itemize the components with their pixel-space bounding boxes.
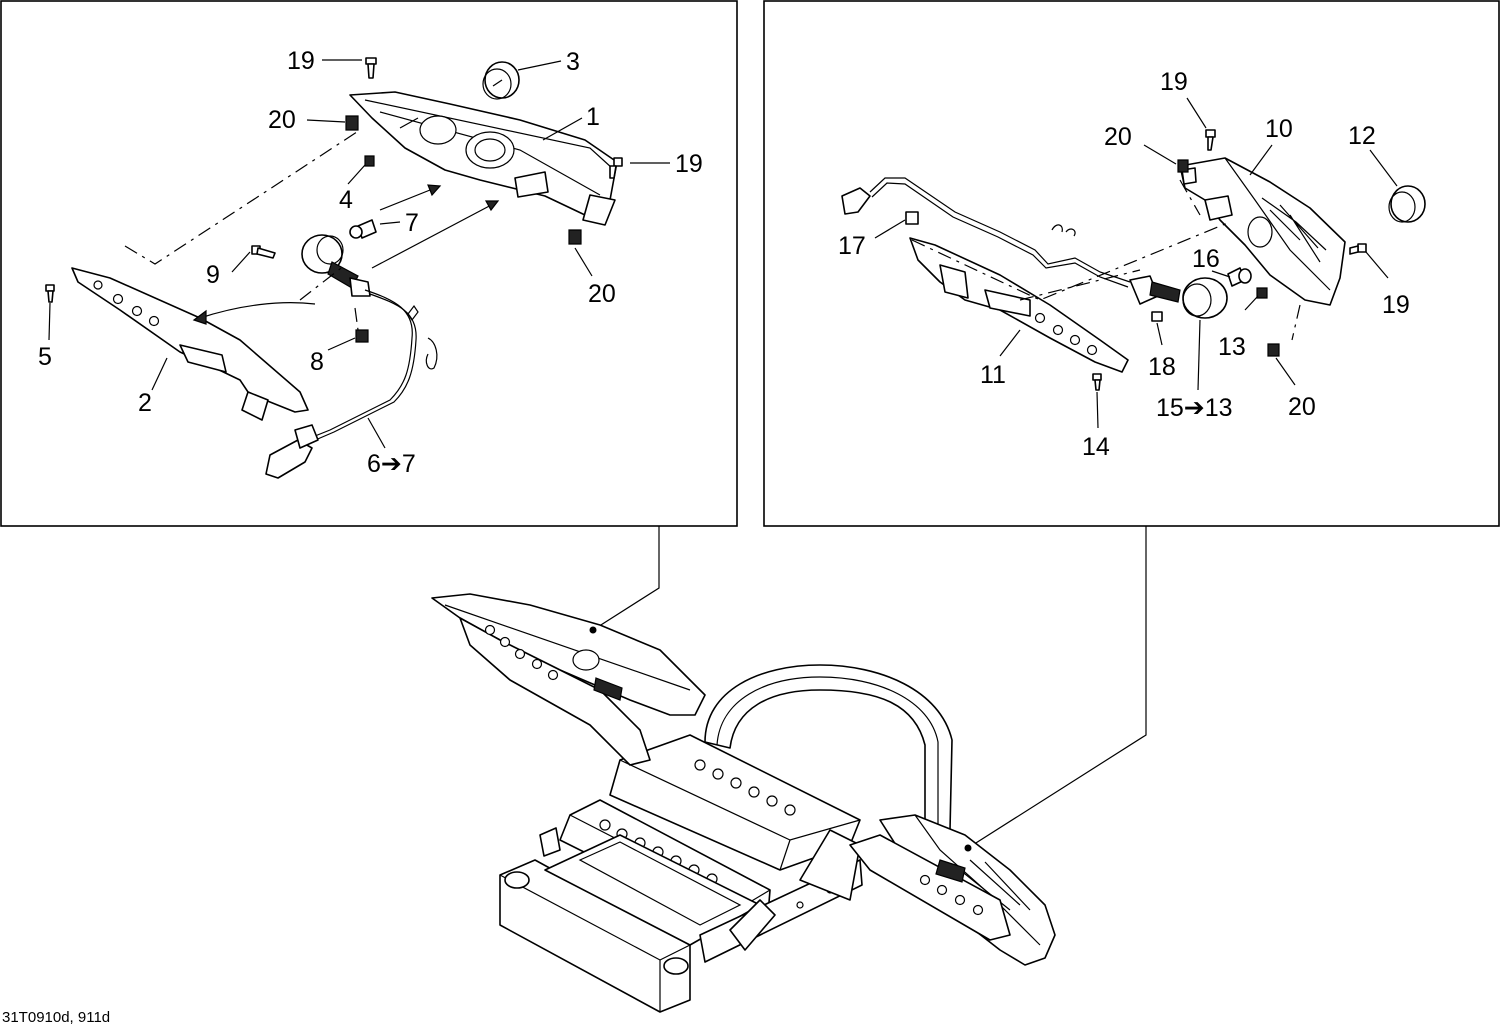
left-callout-1: 1 (586, 103, 600, 131)
right-screw-18 (1151, 311, 1163, 322)
left-light-housing (349, 91, 618, 226)
left-arrow-3 (199, 302, 316, 319)
right-callout-12: 12 (1348, 122, 1376, 150)
right-assembly-line-d (1019, 269, 1141, 301)
right-callout-11: 11 (980, 361, 1006, 389)
right-light-housing (1179, 157, 1346, 306)
left-assembly-line-a (124, 129, 361, 265)
left-callout-2: 2 (138, 389, 152, 417)
right-reflector-lens (1388, 185, 1426, 223)
vehicle-rear-frame (499, 664, 953, 1013)
right-assembly-line-c (1291, 304, 1301, 341)
right-callout-19b: 19 (1382, 291, 1410, 319)
right-screw-19-right (1349, 243, 1367, 255)
vehicle-right-light-assembly (849, 814, 1056, 966)
left-reflector-lens (482, 61, 520, 100)
right-nut-13 (1256, 287, 1268, 299)
right-callout-20b: 20 (1288, 393, 1316, 421)
right-screw-14 (1092, 373, 1102, 391)
left-bulb-socket-assembly (301, 234, 371, 297)
left-bracket (71, 267, 309, 421)
right-bulb-16 (1227, 267, 1252, 287)
left-screw-9 (251, 245, 276, 259)
left-callout-3: 3 (566, 48, 580, 76)
left-screw-19-right (609, 157, 623, 179)
right-screw-19-top (1205, 129, 1216, 151)
right-callout-14: 14 (1082, 433, 1110, 461)
left-arrow-2 (371, 202, 496, 269)
left-callout-4: 4 (339, 186, 353, 214)
left-callout-9: 9 (206, 261, 220, 289)
left-screw-5 (45, 284, 55, 303)
left-callout-20a: 20 (268, 106, 296, 134)
left-callout-6: 6➔7 (367, 450, 416, 478)
right-panel-pointer-line (967, 526, 1147, 849)
left-callout-19a: 19 (287, 47, 315, 75)
figure-reference: 31T0910d, 911d (2, 1009, 110, 1026)
left-callout-19b: 19 (675, 150, 703, 178)
left-callout-7: 7 (405, 209, 419, 237)
left-wiring-harness (265, 289, 438, 479)
left-assembly-line-c (354, 307, 359, 331)
right-callout-19a: 19 (1160, 68, 1188, 96)
right-wiring-harness (841, 177, 1131, 288)
left-callout-8: 8 (310, 348, 324, 376)
left-nut-4 (364, 155, 375, 167)
right-nut-17 (905, 211, 919, 225)
right-callout-20a: 20 (1104, 123, 1132, 151)
right-bulb-socket-assembly (1129, 275, 1228, 319)
right-callout-18: 18 (1148, 353, 1176, 381)
right-bracket (909, 237, 1129, 373)
left-callout-5: 5 (38, 343, 52, 371)
left-screw-19-top (365, 57, 377, 79)
right-callout-13: 13 (1218, 333, 1246, 361)
left-bulb-7 (349, 219, 377, 239)
left-detail-frame (0, 0, 738, 527)
right-nut-20-lower (1267, 343, 1280, 357)
left-clip (407, 304, 419, 322)
left-nut-8 (355, 329, 369, 343)
right-nut-20-upper (1177, 159, 1189, 173)
right-callout-16: 16 (1192, 245, 1220, 273)
left-panel-pointer-line (592, 526, 660, 631)
right-callout-17: 17 (838, 232, 866, 260)
vehicle-left-light-assembly (431, 593, 706, 766)
right-callout-10: 10 (1265, 115, 1293, 143)
right-callout-15: 15➔13 (1156, 394, 1233, 422)
left-nut-20-lower (568, 229, 582, 245)
left-assembly-line-b (299, 264, 346, 301)
right-assembly-line-b (1179, 179, 1201, 216)
right-detail-frame (763, 0, 1500, 527)
left-nut-20-upper (345, 115, 359, 131)
left-callout-20b: 20 (588, 280, 616, 308)
